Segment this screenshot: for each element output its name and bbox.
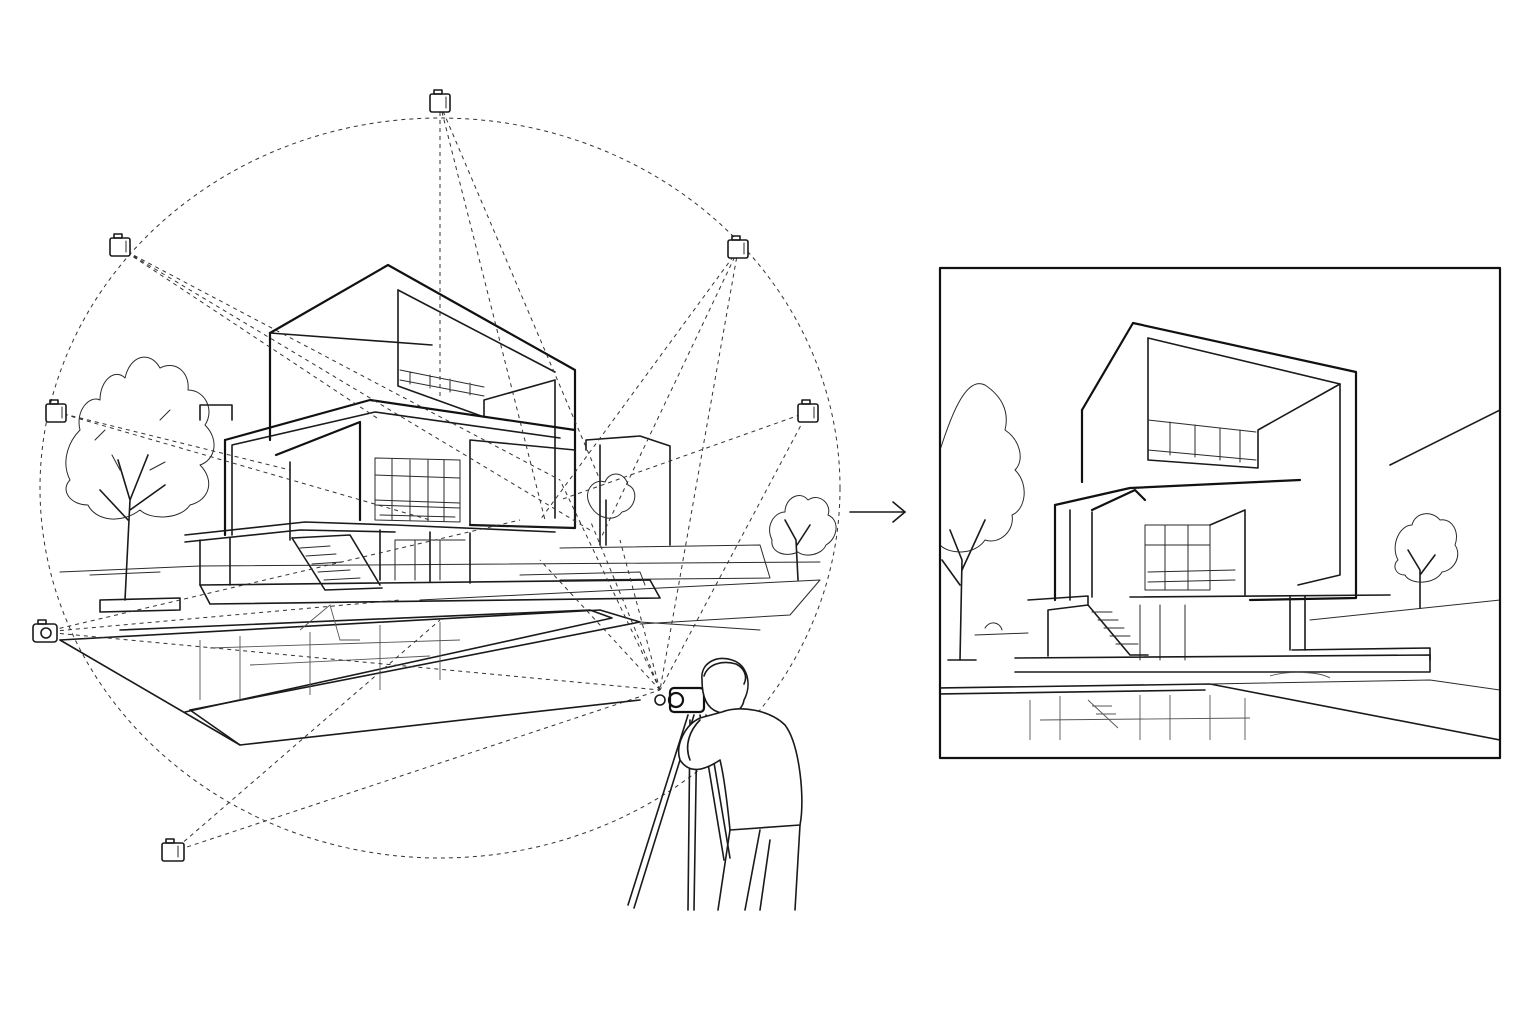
tree-icon-right	[769, 495, 837, 581]
exterior-stairs	[1027, 595, 1149, 657]
camera-icon	[161, 838, 185, 862]
tree-icon-middle	[587, 473, 636, 546]
exterior-stairs	[291, 534, 383, 591]
rendered-view-panel	[938, 266, 1502, 760]
camera-icon	[797, 399, 819, 423]
camera-icon	[429, 89, 451, 113]
background-buildings	[199, 404, 771, 581]
camera-icon	[109, 233, 131, 257]
capture-scene	[32, 89, 841, 911]
tree-icon-left	[65, 356, 215, 613]
camera-rig	[32, 89, 819, 862]
right-arrow-icon	[849, 501, 906, 523]
photographer-figure	[627, 657, 803, 911]
tree-icon-right	[1394, 513, 1459, 609]
pool-and-ground	[941, 671, 1499, 741]
focal-point-marker	[654, 694, 666, 706]
capture-sphere-outline	[39, 117, 841, 859]
tree-icon-left	[941, 383, 1025, 661]
camera-icon	[727, 235, 749, 259]
building-sketch	[184, 263, 661, 605]
camera-rays	[43, 103, 809, 853]
camera-icon	[45, 399, 67, 423]
building-sketch	[1014, 321, 1431, 673]
camera-icon	[32, 619, 58, 643]
